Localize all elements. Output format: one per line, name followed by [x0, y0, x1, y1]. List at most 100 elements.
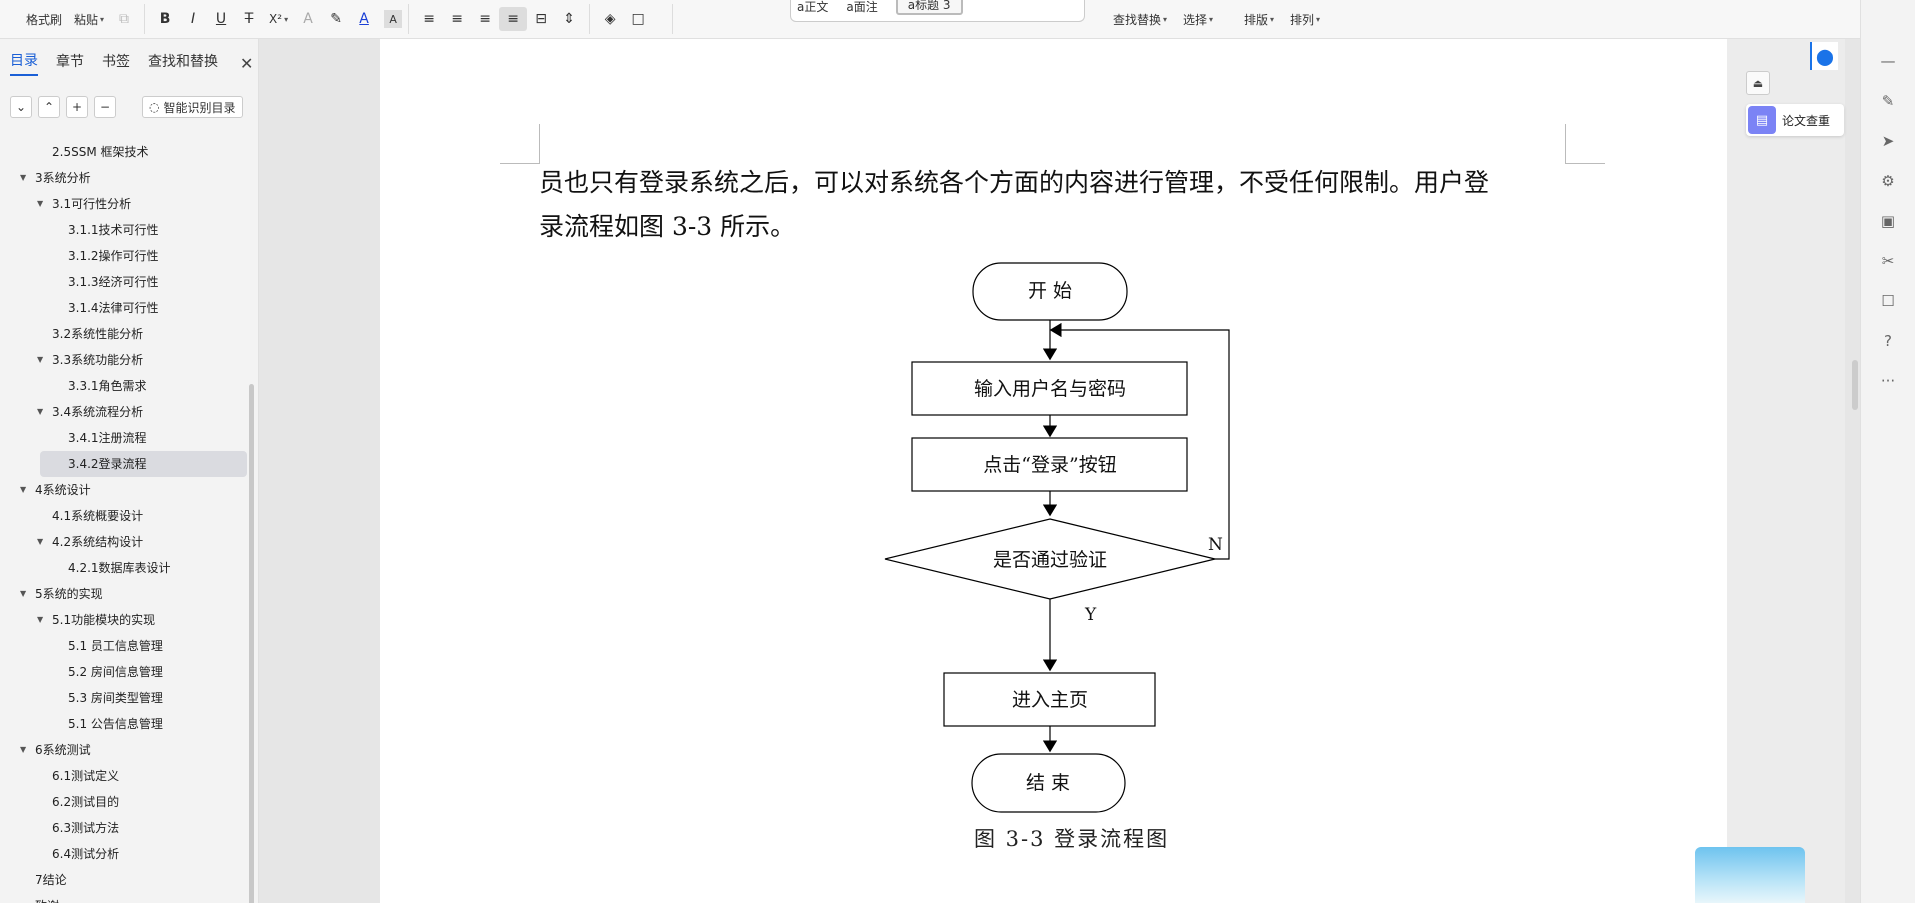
margin-corner: [1565, 124, 1605, 164]
paste-button[interactable]: 粘贴▾: [74, 12, 105, 27]
book-icon[interactable]: ☐: [1881, 292, 1895, 310]
expand-triangle-icon[interactable]: ▼: [37, 407, 44, 416]
tab-chapters[interactable]: 章节: [56, 54, 84, 70]
smart-toc-button[interactable]: ◌智能识别目录: [142, 96, 243, 118]
toc-item-label: 3.3系统功能分析: [52, 353, 144, 367]
toc-item[interactable]: 5.2 房间信息管理: [0, 659, 250, 685]
align-center-icon[interactable]: ≡: [451, 11, 463, 27]
home-node: [943, 672, 1156, 727]
paper-check-button[interactable]: ▤ 论文查重: [1746, 104, 1844, 136]
toc-item[interactable]: 2.5SSM 框架技术: [0, 139, 250, 165]
tab-find-replace[interactable]: 查找和替换: [148, 54, 218, 70]
sliders-icon[interactable]: ⚙: [1881, 172, 1895, 190]
expand-triangle-icon[interactable]: ▼: [20, 173, 27, 182]
shading-icon[interactable]: ◈: [604, 11, 616, 27]
toc-item[interactable]: ▼6系统测试: [0, 737, 250, 763]
toc-item[interactable]: 4.1系统概要设计: [0, 503, 250, 529]
expand-triangle-icon[interactable]: ▼: [20, 745, 27, 754]
toc-item[interactable]: ▼4系统设计: [0, 477, 250, 503]
expand-triangle-icon[interactable]: ▼: [37, 615, 44, 624]
minimize-icon[interactable]: —: [1880, 52, 1896, 70]
line-spacing-icon[interactable]: ⇕: [563, 11, 575, 27]
toc-item[interactable]: 6.3测试方法: [0, 815, 250, 841]
toc-item[interactable]: 致谢: [0, 893, 250, 903]
login-flowchart[interactable]: 开 始 输入用户名与密码 点击“登录”按钮 是否通过验证 N Y 进入主页 结 …: [380, 39, 1727, 903]
toc-item[interactable]: 3.2系统性能分析: [0, 321, 250, 347]
distributed-icon[interactable]: ⊟: [535, 11, 547, 27]
style-normal[interactable]: a正文: [797, 0, 829, 14]
collapse-all-button[interactable]: ⌄: [10, 96, 32, 118]
find-replace-button[interactable]: 查找替换▾: [1113, 12, 1168, 27]
location-pin-icon[interactable]: ⬤: [1810, 42, 1838, 70]
toc-item[interactable]: ▼3.4系统流程分析: [0, 399, 250, 425]
expand-up-button[interactable]: ⌃: [38, 96, 60, 118]
toc-item[interactable]: ▼3.1可行性分析: [0, 191, 250, 217]
toc-item[interactable]: 6.2测试目的: [0, 789, 250, 815]
expand-triangle-icon[interactable]: ▼: [37, 199, 44, 208]
char-shading-icon[interactable]: A: [384, 10, 403, 28]
collapse-panel-icon[interactable]: ⏏: [1746, 71, 1770, 95]
toc-item[interactable]: 7结论: [0, 867, 250, 893]
tab-toc[interactable]: 目录: [10, 50, 38, 76]
toc-item[interactable]: 5.1 公告信息管理: [0, 711, 250, 737]
toc-item[interactable]: 4.2.1数据库表设计: [0, 555, 250, 581]
arrange-button[interactable]: 排列▾: [1290, 12, 1321, 27]
toc-item[interactable]: 5.1 员工信息管理: [0, 633, 250, 659]
select-button[interactable]: 选择▾: [1183, 12, 1214, 27]
toc-item[interactable]: 6.4测试分析: [0, 841, 250, 867]
toc-item[interactable]: ▼ 4.2系统结构设计: [0, 529, 250, 555]
add-heading-button[interactable]: +: [66, 96, 88, 118]
style-heading3[interactable]: a标题 3: [895, 0, 963, 15]
strikethrough-icon[interactable]: T: [244, 11, 254, 27]
align-right-icon[interactable]: ≡: [479, 11, 491, 27]
copy-icon[interactable]: ⧉: [119, 11, 130, 27]
tab-bookmarks[interactable]: 书签: [102, 54, 130, 70]
toc-item[interactable]: ▼5.1功能模块的实现: [0, 607, 250, 633]
cursor-icon[interactable]: ➤: [1881, 132, 1895, 150]
bold-icon[interactable]: B: [159, 11, 171, 27]
nav-scrollbar[interactable]: [249, 384, 254, 903]
close-icon[interactable]: ✕: [240, 53, 254, 73]
toc-item[interactable]: 6.1测试定义: [0, 763, 250, 789]
help-icon[interactable]: ?: [1884, 332, 1892, 350]
toc-item[interactable]: 3.4.2登录流程: [40, 451, 247, 477]
toc-item[interactable]: 3.3.1角色需求: [0, 373, 250, 399]
italic-icon[interactable]: I: [190, 11, 196, 27]
toc-item[interactable]: ▼ 3.3系统功能分析: [0, 347, 250, 373]
toc-item-label: 4.2系统结构设计: [52, 535, 144, 549]
end-node: [971, 753, 1126, 813]
toc-item[interactable]: 3.1.1技术可行性: [0, 217, 250, 243]
remove-heading-button[interactable]: −: [94, 96, 116, 118]
superscript-button[interactable]: X²▾: [269, 12, 289, 26]
more-icon[interactable]: ···: [1880, 372, 1896, 390]
expand-triangle-icon[interactable]: ▼: [20, 485, 27, 494]
border-icon[interactable]: □: [631, 11, 645, 27]
toc-item[interactable]: 3.4.1注册流程: [0, 425, 250, 451]
body-paragraph[interactable]: 员也只有登录系统之后，可以对系统各个方面的内容进行管理，不受任何限制。用户登 录…: [539, 168, 1490, 241]
toc-item[interactable]: ▼3系统分析: [0, 165, 250, 191]
toc-item[interactable]: 3.1.3经济可行性: [0, 269, 250, 295]
expand-triangle-icon[interactable]: ▼: [37, 355, 44, 364]
font-color-icon[interactable]: A: [359, 11, 369, 27]
promo-thumbnail[interactable]: [1695, 847, 1805, 903]
expand-triangle-icon[interactable]: ▼: [37, 537, 44, 546]
toc-item[interactable]: 3.1.2操作可行性: [0, 243, 250, 269]
tools-icon[interactable]: ✂: [1881, 252, 1895, 270]
justify-icon[interactable]: ≡: [499, 7, 528, 31]
style-gallery[interactable]: a正文 a面注 a标题 3: [790, 0, 1085, 22]
document-page[interactable]: 员也只有登录系统之后，可以对系统各个方面的内容进行管理，不受任何限制。用户登 录…: [380, 39, 1727, 903]
style-note[interactable]: a面注: [846, 0, 878, 14]
toc-item[interactable]: 3.1.4法律可行性: [0, 295, 250, 321]
text-effect-icon[interactable]: A: [303, 11, 313, 27]
document-scrollbar[interactable]: [1852, 360, 1858, 410]
format-painter-button[interactable]: 格式刷: [26, 12, 63, 27]
toc-item[interactable]: 5.3 房间类型管理: [0, 685, 250, 711]
expand-triangle-icon[interactable]: ▼: [20, 589, 27, 598]
image-edit-icon[interactable]: ▣: [1880, 212, 1896, 230]
pen-icon[interactable]: ✎: [1881, 92, 1895, 110]
toc-item[interactable]: ▼5系统的实现: [0, 581, 250, 607]
align-left-icon[interactable]: ≡: [423, 11, 435, 27]
highlight-icon[interactable]: ✎: [330, 11, 342, 27]
underline-icon[interactable]: U: [215, 11, 227, 27]
layout-button[interactable]: 排版▾: [1244, 12, 1275, 27]
